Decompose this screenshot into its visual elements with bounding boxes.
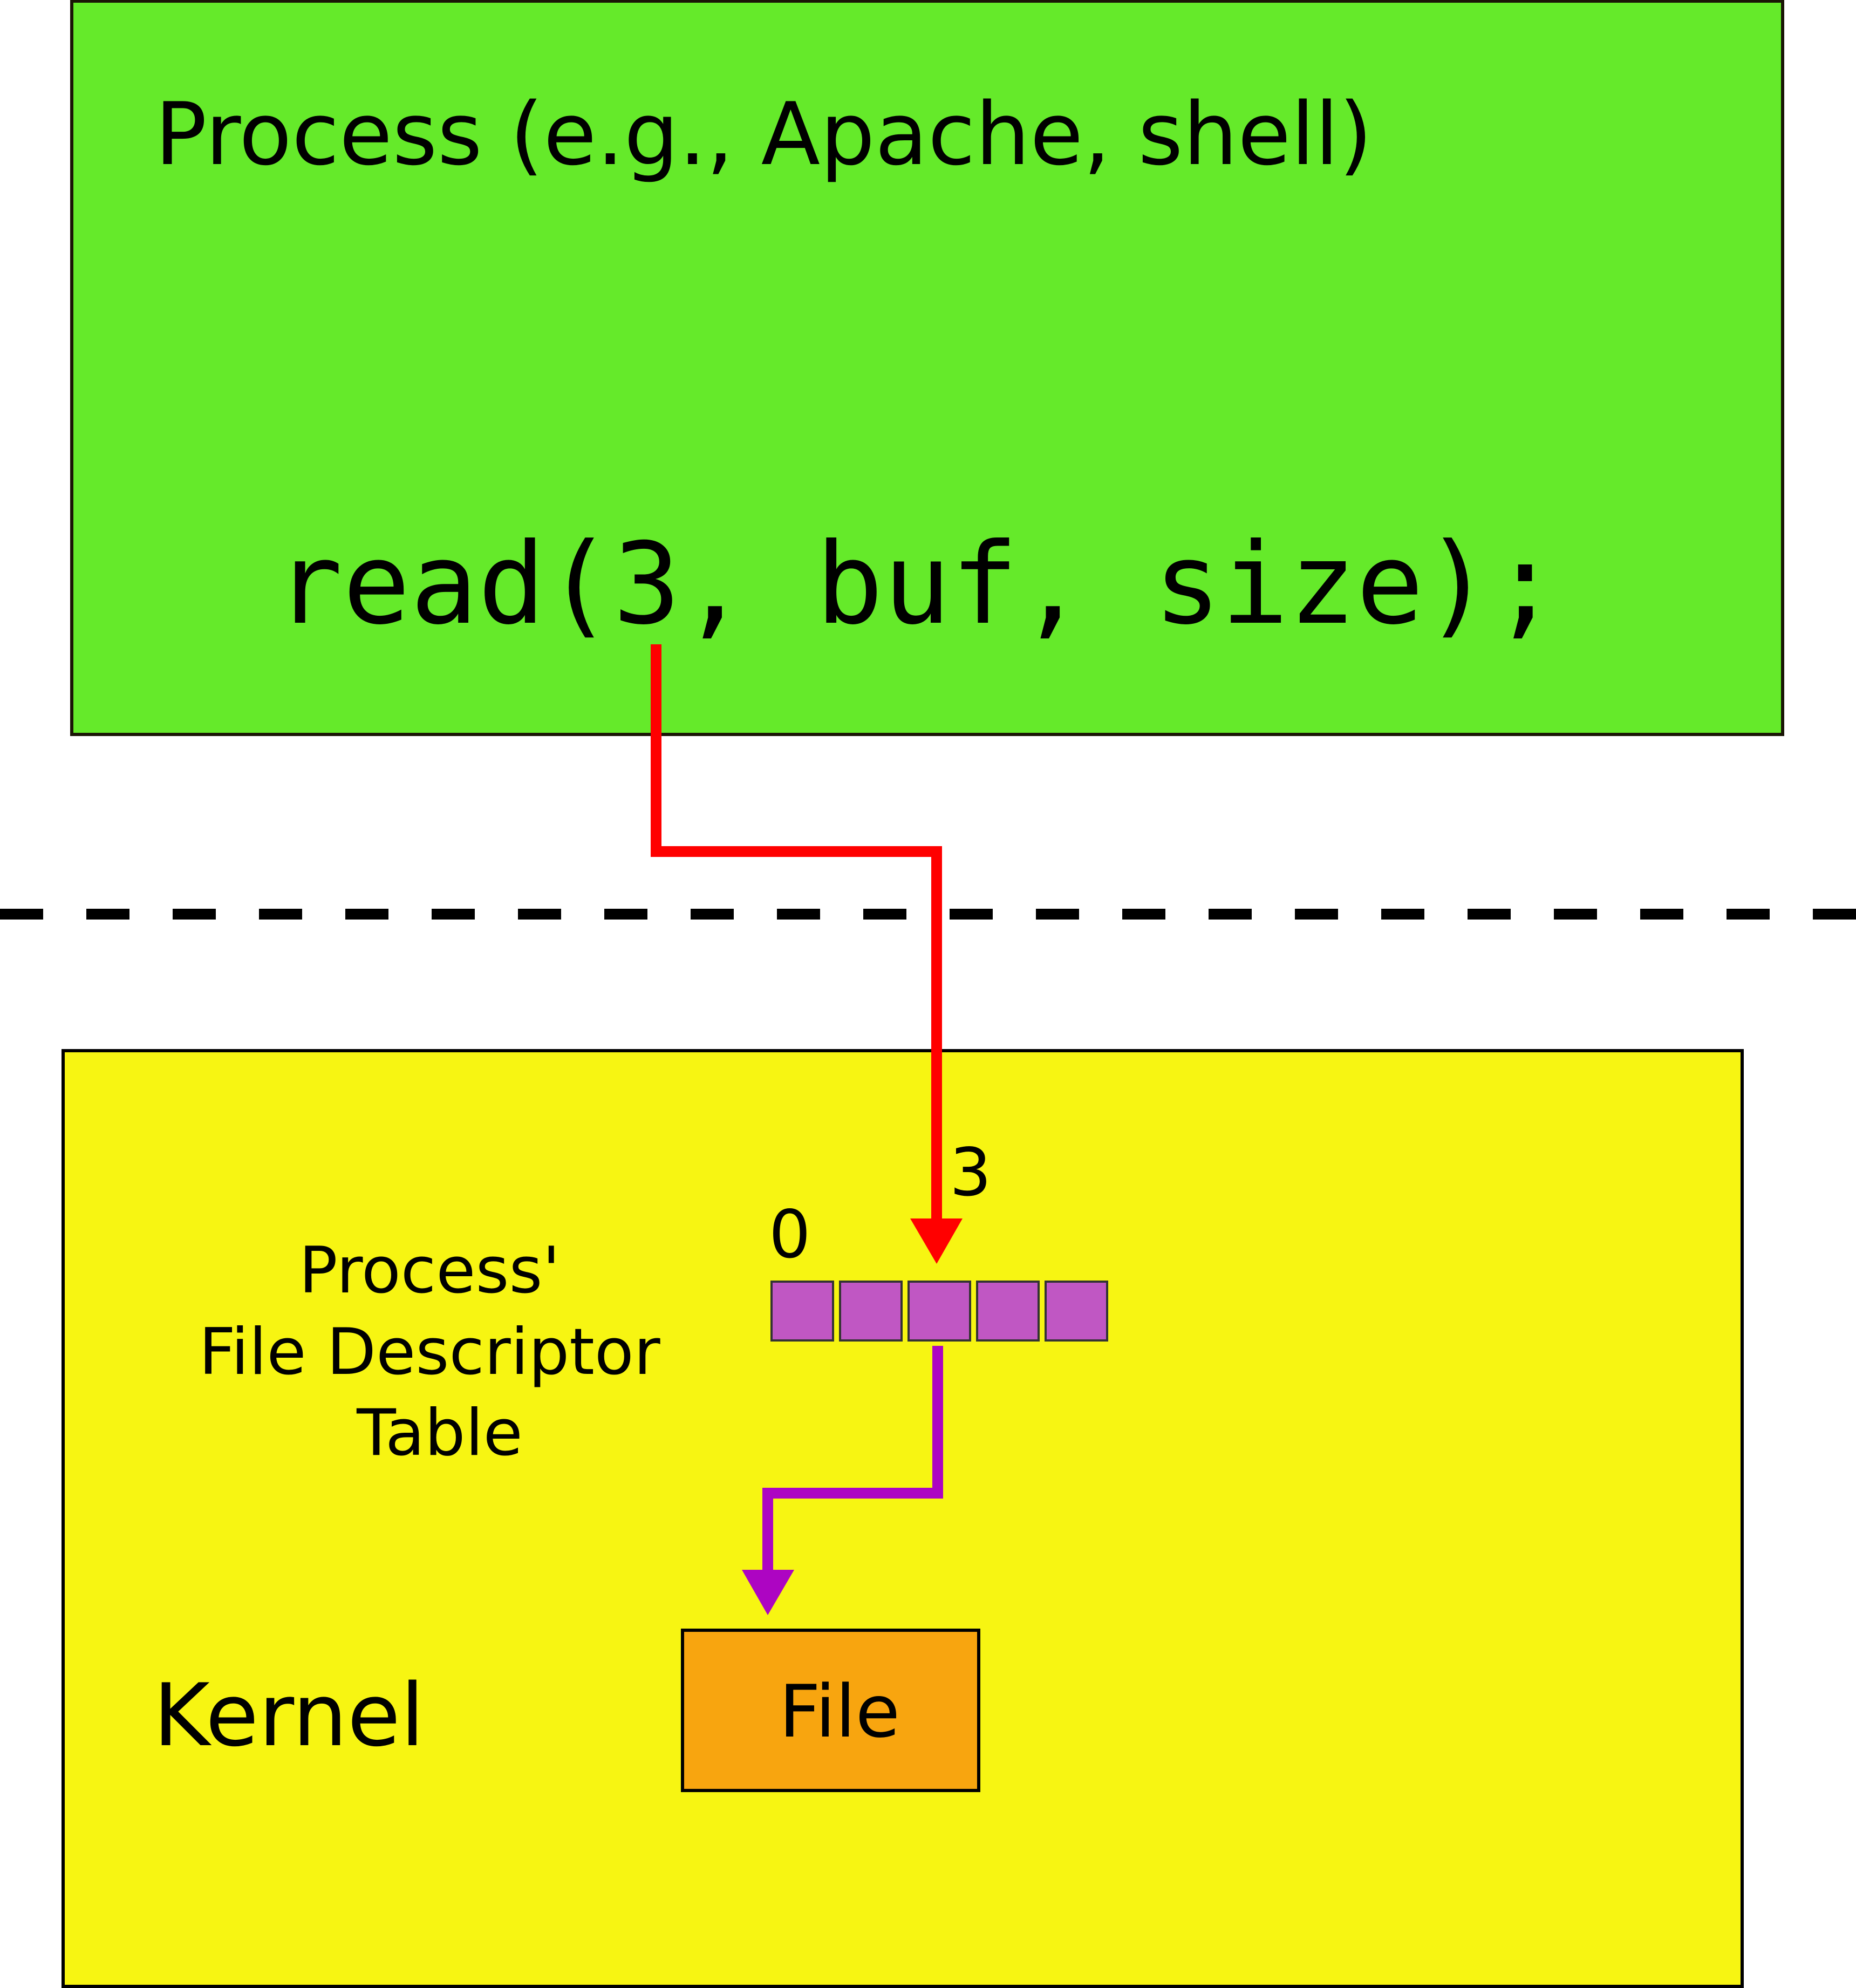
process-box-rect (70, 0, 1784, 736)
fd-file-arrowhead-icon (742, 1570, 794, 1615)
fd-file-arrow (742, 1346, 943, 1615)
fd-table-label: Process' File Descriptor Table (199, 1234, 681, 1470)
fd-file-arrow-line (762, 1346, 943, 1571)
fd-slot-1 (839, 1281, 903, 1342)
kernel-label: Kernel (153, 1665, 425, 1766)
process-box: Process (e.g., Apache, shell) read(3, bu… (70, 0, 1784, 736)
fd-table-label-line-1: Process' (299, 1234, 560, 1308)
fd-table-label-line-3: Table (356, 1396, 523, 1470)
file-box: File (681, 1629, 980, 1792)
syscall-fd-arrow (651, 644, 963, 1264)
fd-slot-0 (770, 1281, 834, 1342)
process-title: Process (e.g., Apache, shell) (155, 84, 1373, 185)
file-label: File (779, 1670, 900, 1754)
fd-index-0-label: 0 (769, 1196, 811, 1273)
fd-slot-3 (976, 1281, 1040, 1342)
fd-table-label-line-2: File Descriptor (199, 1315, 660, 1390)
syscall-fd-arrow-line (651, 644, 942, 1221)
fd-table-slots (770, 1281, 1108, 1342)
file-box-rect (681, 1629, 980, 1792)
syscall-fd-arrowhead-icon (910, 1218, 963, 1264)
read-syscall-code: read(3, buf, size); (275, 519, 1559, 650)
fd-slot-4 (1045, 1281, 1108, 1342)
fd-slot-2 (907, 1281, 971, 1342)
kernel-box: Kernel Process' File Descriptor Table 0 … (62, 1049, 1744, 1988)
fd-index-3-label: 3 (950, 1134, 992, 1211)
kernel-box-rect (62, 1049, 1744, 1988)
